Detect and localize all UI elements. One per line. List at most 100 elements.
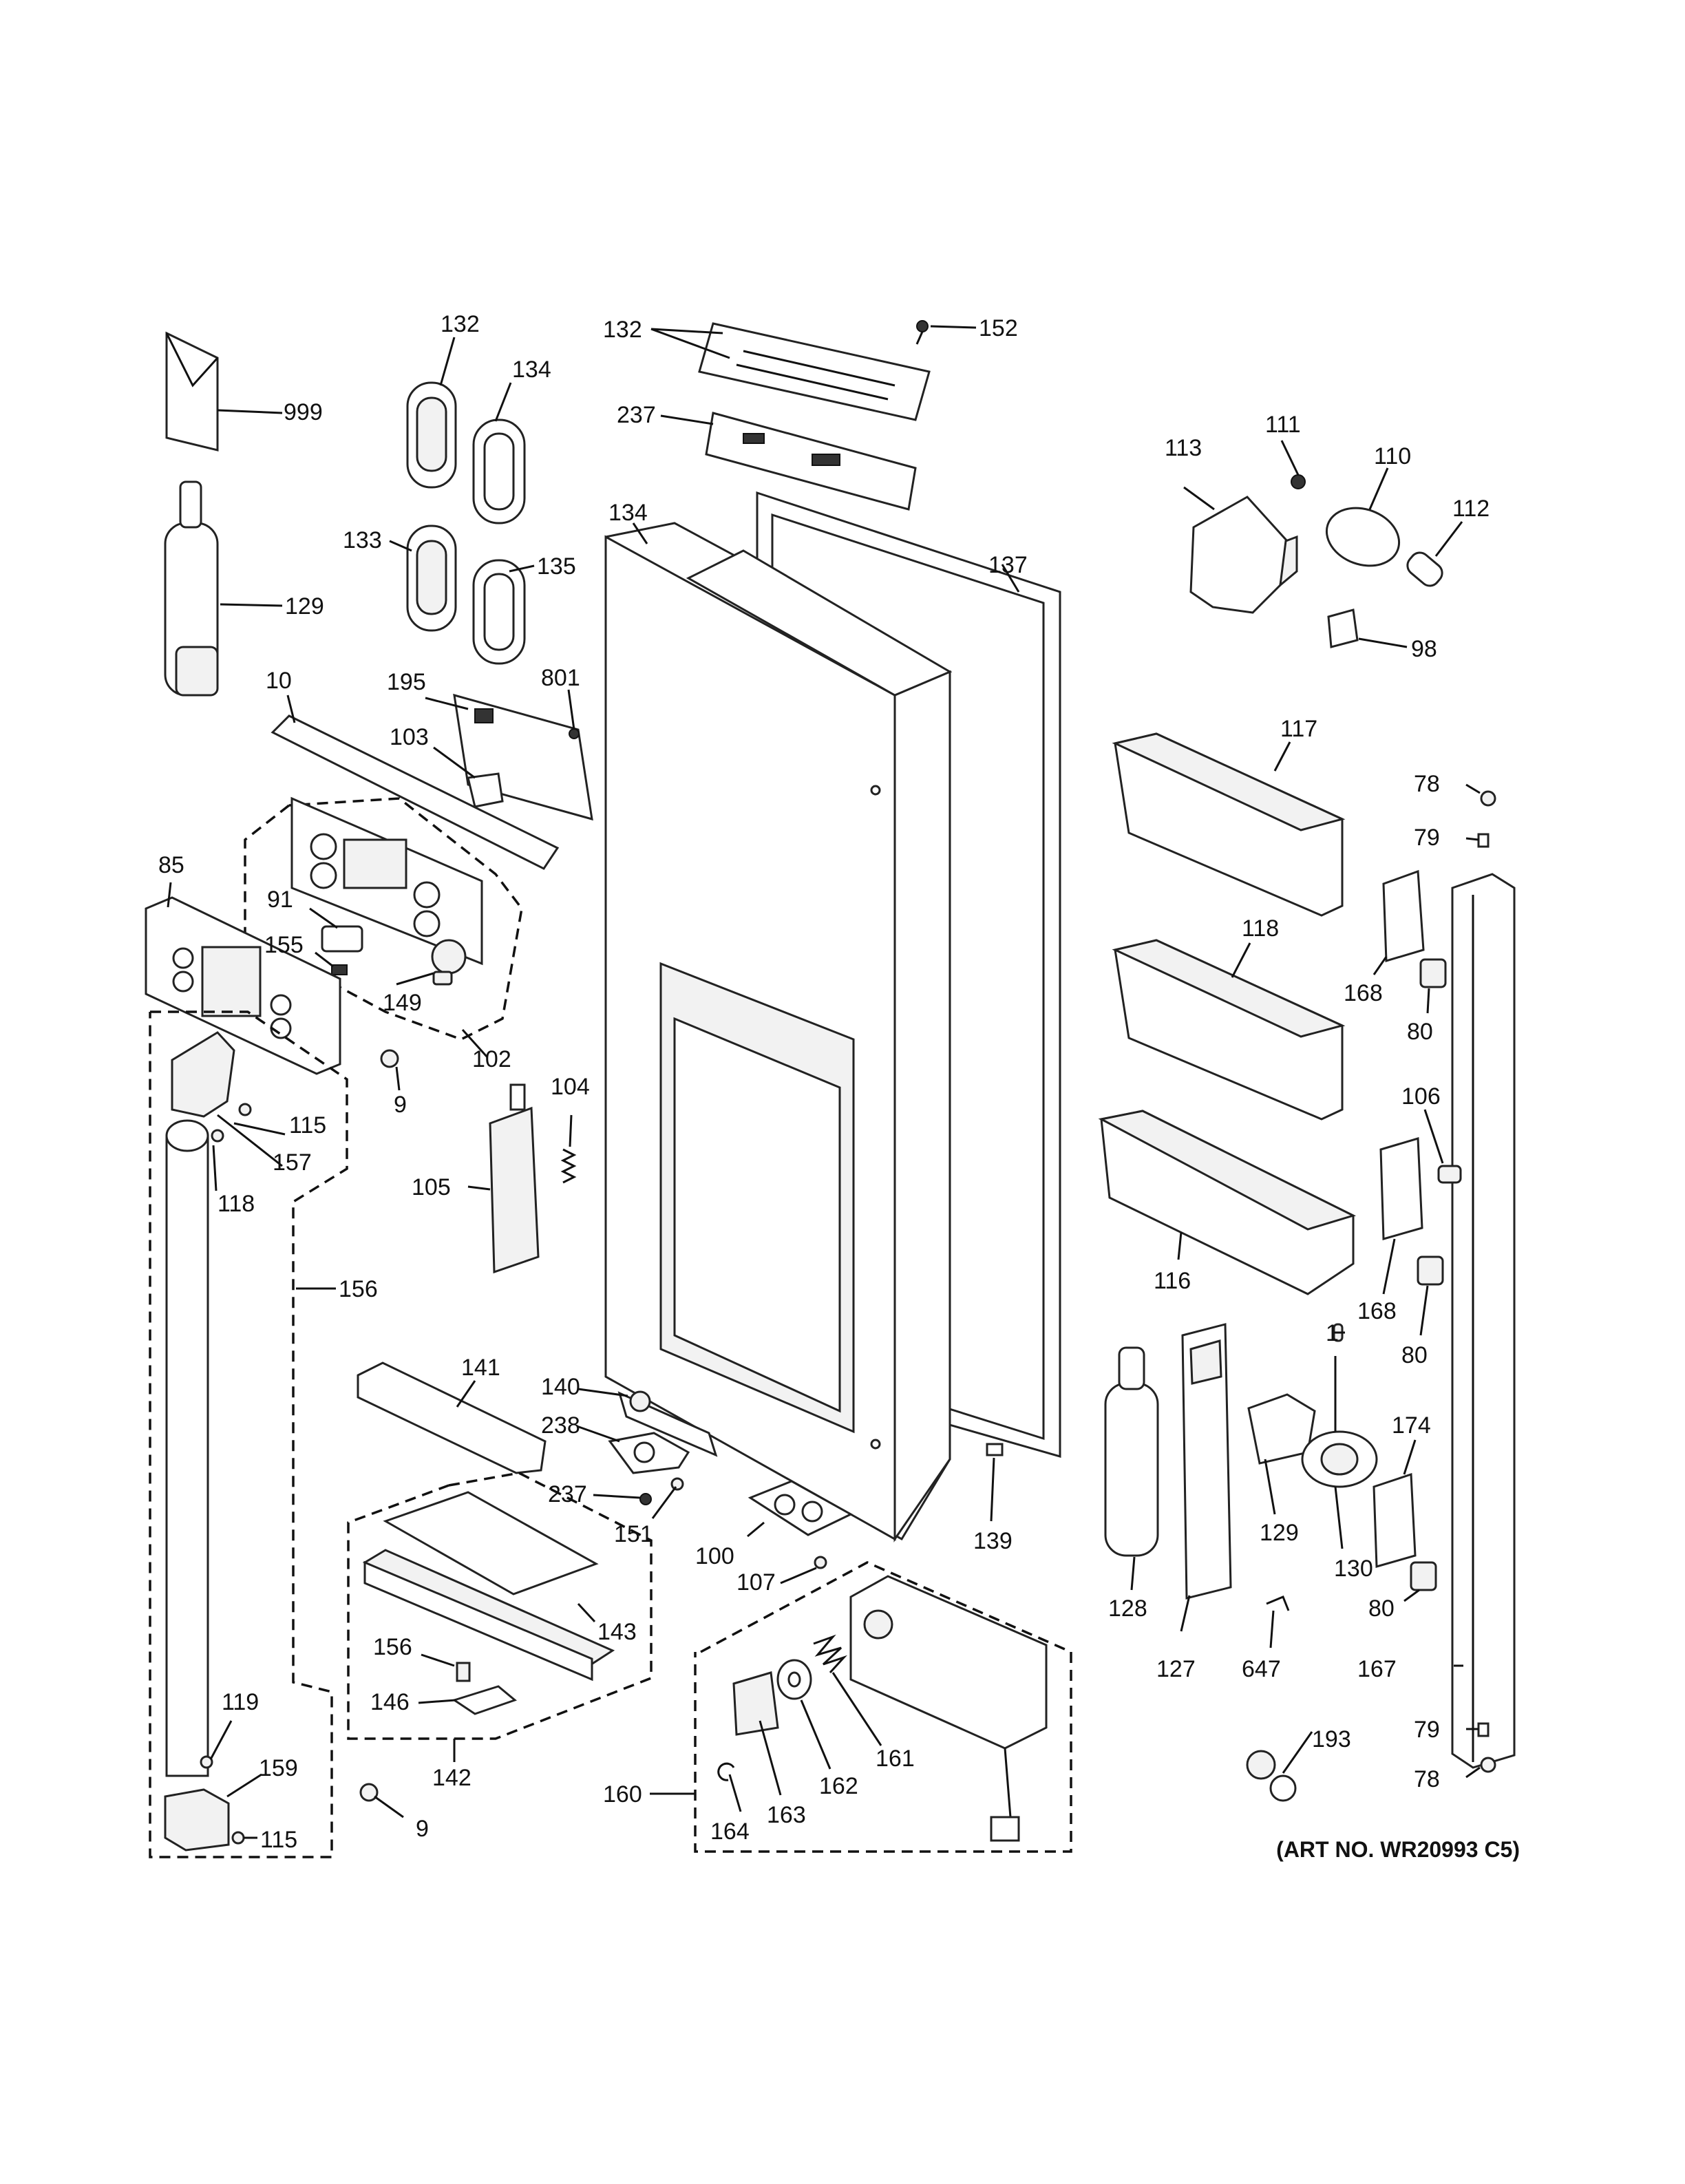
screw-106 [1437,1165,1462,1184]
drip-tray-group [347,1472,653,1740]
callout-78-top: 78 [1414,771,1440,797]
gasket-ring-lower [472,559,526,665]
callout-134-bottom: 135 [537,553,576,580]
screw-149 [670,1477,684,1491]
control-board [705,412,917,511]
door-assembly [604,522,953,1542]
small-part-801 [569,728,580,739]
ice-chute-113 [1189,496,1298,614]
callout-164: 164 [710,1819,750,1845]
callout-10: 10 [266,668,292,694]
trim-ring-upper [406,381,457,489]
clip-647 [1266,1595,1290,1611]
callout-160: 160 [603,1781,642,1807]
callout-127: 128 [1108,1595,1147,1622]
nut-9-upper [380,1049,399,1068]
door-end-cap-166 [1451,873,1516,1769]
part-137 [986,1443,1004,1456]
spring-104 [560,1148,577,1184]
callout-130: 130 [1334,1556,1373,1582]
screw-78-upper [1480,790,1496,807]
callout-129: 129 [1260,1520,1299,1546]
water-filter-127 [1104,1346,1159,1557]
bracket-238 [608,1432,690,1474]
clip-143 [452,1685,518,1715]
callout-237: 237 [548,1481,587,1507]
door-bin-118 [1112,939,1346,1121]
callout-168-lower: 174 [1392,1412,1431,1439]
handle-group [149,1010,348,1858]
callout-128: 129 [285,593,324,619]
hinge-168-upper [1382,869,1425,962]
callout-163: 163 [767,1802,806,1828]
callout-79-top: 79 [1414,825,1440,851]
screw-78-lower [1480,1757,1496,1773]
callout-159: 159 [259,1755,298,1781]
callout-162: 162 [819,1773,858,1799]
screw-79-lower [1477,1722,1490,1737]
callout-133: 134 [608,500,648,526]
gasket-ring-upper [472,418,526,524]
callout-193: 195 [387,669,426,695]
callout-115-upper: 115 [289,1112,326,1138]
flapper-door-110 [1325,507,1401,567]
callout-135: 137 [988,552,1028,578]
dispenser-paddle [489,1083,540,1274]
callout-105: 105 [412,1174,451,1200]
callout-151: 152 [979,315,1018,341]
auger-motor-group [694,1561,1072,1853]
callout-140: 141 [461,1355,500,1381]
callout-78-bottom: 78 [1414,1766,1440,1792]
callout-168-upper: 168 [1344,980,1383,1006]
callout-80-a: 80 [1407,1019,1433,1045]
screw-151 [915,320,929,345]
callout-132-bottom: 133 [343,527,382,553]
callout-161: 161 [876,1746,915,1772]
callout-80-c: 80 [1368,1595,1395,1622]
connector [990,1816,1020,1842]
clip-80-a [1419,958,1447,988]
callout-167: 168 [1357,1298,1397,1324]
callout-157: 157 [273,1149,312,1176]
callout-156: 156 [373,1634,412,1660]
callout-103: 103 [390,724,429,750]
part-98 [1327,608,1359,648]
callout-117: 117 [1280,716,1317,742]
clip-80-c [1410,1561,1437,1591]
plate-100 [748,1480,854,1536]
callout-999: 999 [284,399,323,425]
callout-100: 100 [695,1543,734,1569]
component-103 [467,772,504,808]
callout-104: 104 [551,1074,590,1100]
callout-142: 143 [597,1619,637,1645]
clip-80-b [1417,1255,1444,1286]
callout-141: 142 [432,1765,471,1791]
callout-166: 167 [1357,1656,1397,1682]
callout-98: 98 [1411,636,1437,662]
callout-111: 111 [1265,412,1301,438]
callout-137: 139 [973,1528,1013,1554]
screw-107 [814,1556,827,1569]
callout-112: 112 [1452,496,1490,522]
callout-1: 1 [1326,1320,1339,1346]
callout-110: 110 [1374,443,1411,469]
callout-195: 237 [617,402,656,428]
leader-lines [167,325,1481,1839]
callout-119-upper: 118 [218,1191,255,1217]
callout-80-b: 80 [1401,1342,1428,1368]
callout-107: 107 [736,1569,776,1595]
bracket-129 [1247,1393,1316,1465]
callout-134-top: 134 [512,357,551,383]
valve-130 [1301,1356,1378,1488]
callout-91: 91 [267,887,293,913]
dispenser-control-group [244,796,523,1041]
callout-9-upper: 9 [394,1092,407,1118]
callout-152: 155 [264,932,304,958]
callout-118: 118 [1242,915,1279,942]
screw-237 [639,1493,652,1505]
callout-139: 140 [541,1374,580,1400]
filter-cover-125 [1181,1323,1232,1600]
callout-119-lower: 119 [222,1689,259,1715]
